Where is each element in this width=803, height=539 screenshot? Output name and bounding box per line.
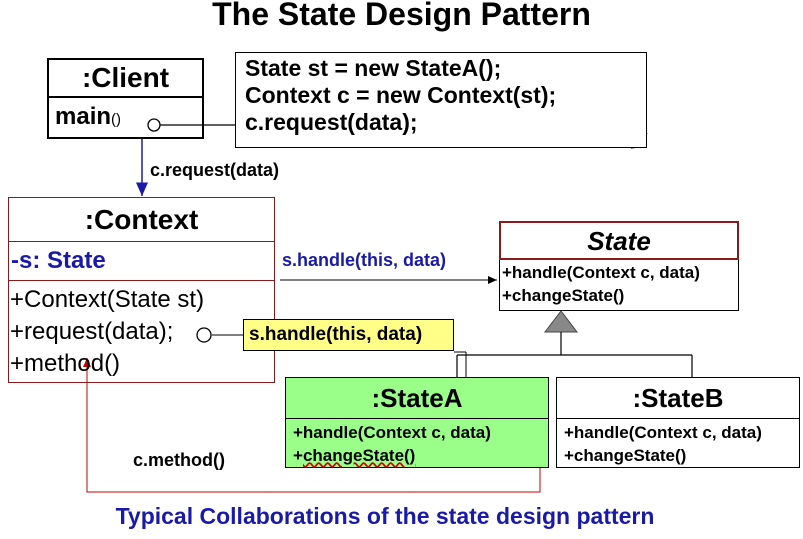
method-label: c.method() — [133, 450, 225, 470]
stateA-name: :StateA — [286, 378, 548, 419]
handle-callout: s.handle(this, data) — [243, 319, 454, 351]
client-name: :Client — [49, 60, 202, 98]
context-op-request: +request(data); — [10, 318, 174, 345]
state-op-handle: +handle(Context c, data) — [502, 263, 700, 282]
context-op-constructor: +Context(State st) — [10, 286, 205, 313]
inheritance-triangle — [543, 310, 579, 333]
caption: Typical Collaborations of the state desi… — [115, 503, 655, 529]
stateB-name: :StateB — [557, 378, 799, 419]
state-interface: State +handle(Context c, data) +changeSt… — [499, 221, 739, 311]
context-attribute: -s: State — [9, 242, 274, 281]
stateA-class: :StateA +handle(Context c, data) +change… — [285, 377, 549, 468]
context-class: :Context -s: State +Context(State st) +r… — [8, 197, 275, 383]
stateA-op-change: +changeState() — [293, 446, 416, 465]
stateB-op-handle: +handle(Context c, data) — [564, 423, 762, 442]
state-name: State — [499, 221, 739, 260]
note-line-2: Context c = new Context(st); — [245, 82, 557, 108]
stateB-class: :StateB +handle(Context c, data) +change… — [556, 377, 800, 468]
context-op-method: +method() — [10, 350, 121, 377]
stateB-operations: +handle(Context c, data) +changeState() — [557, 419, 799, 467]
context-operations: +Context(State st) +request(data); +meth… — [9, 281, 274, 380]
stateB-op-change: +changeState() — [564, 446, 687, 465]
code-note: State st = new StateA(); Context c = new… — [235, 52, 647, 148]
state-operations: +handle(Context c, data) +changeState() — [500, 259, 738, 307]
stateA-op-handle: +handle(Context c, data) — [293, 423, 491, 442]
diagram-title: The State Design Pattern — [212, 0, 591, 32]
request-port-icon — [196, 327, 212, 343]
client-port-icon — [147, 118, 161, 132]
context-name: :Context — [9, 198, 274, 242]
state-op-change: +changeState() — [502, 286, 625, 305]
note-line-1: State st = new StateA(); — [245, 55, 502, 81]
note-line-3: c.request(data); — [245, 109, 418, 135]
handle-label: s.handle(this, data) — [282, 250, 447, 270]
request-label: c.request(data) — [150, 160, 280, 180]
client-method: main() — [55, 103, 122, 130]
client-class: :Client main() — [47, 58, 204, 139]
stateA-operations: +handle(Context c, data) +changeState() — [286, 419, 548, 467]
